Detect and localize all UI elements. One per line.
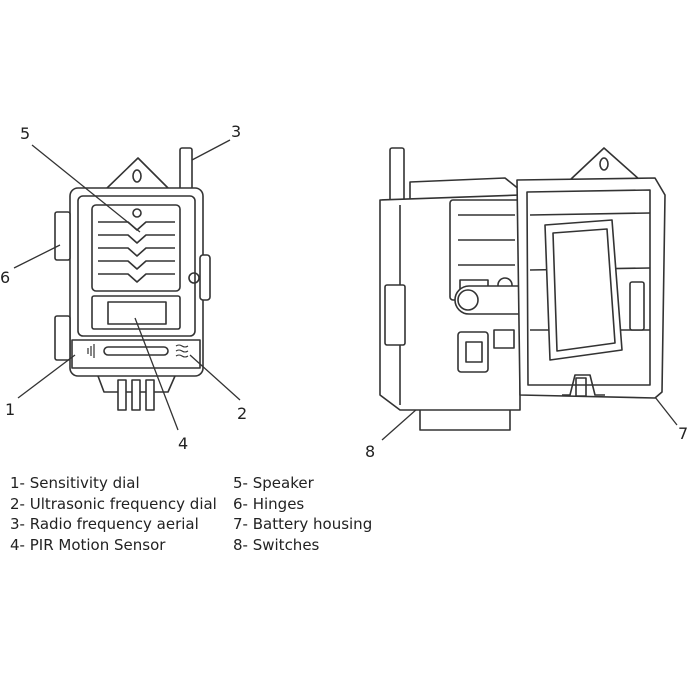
pir-sensor bbox=[91, 295, 181, 330]
legend-item: 7- Battery housing bbox=[233, 515, 373, 533]
callout-2: 2 bbox=[237, 404, 248, 423]
aerial bbox=[179, 147, 193, 194]
legend-item: 8- Switches bbox=[233, 535, 320, 554]
callout-1: 1 bbox=[5, 400, 16, 419]
hinge bbox=[54, 211, 71, 261]
battery-housing bbox=[544, 219, 623, 361]
legend-item: 3- Radio frequency aerial bbox=[10, 515, 199, 533]
legend-item: 5- Speaker bbox=[233, 474, 314, 492]
switches bbox=[457, 331, 489, 373]
open-view-device bbox=[379, 147, 666, 431]
hinge bbox=[54, 315, 71, 361]
legend-right: 5- Speaker 6- Hinges 7- Battery housing … bbox=[233, 473, 372, 555]
legend-item: 4- PIR Motion Sensor bbox=[10, 535, 166, 554]
legend-left: 1- Sensitivity dial 2- Ultrasonic freque… bbox=[10, 473, 217, 555]
callout-6: 6 bbox=[0, 268, 11, 287]
legend-item: 6- Hinges bbox=[233, 494, 305, 513]
callout-3: 3 bbox=[231, 122, 242, 141]
callout-8: 8 bbox=[365, 442, 376, 461]
front-view-device bbox=[54, 147, 211, 411]
callout-4: 4 bbox=[178, 434, 189, 453]
legend-item: 1- Sensitivity dial bbox=[10, 474, 140, 492]
callout-5: 5 bbox=[20, 124, 31, 143]
callout-7: 7 bbox=[678, 424, 689, 443]
legend-item: 2- Ultrasonic frequency dial bbox=[10, 494, 217, 513]
speaker-grill bbox=[91, 204, 181, 292]
